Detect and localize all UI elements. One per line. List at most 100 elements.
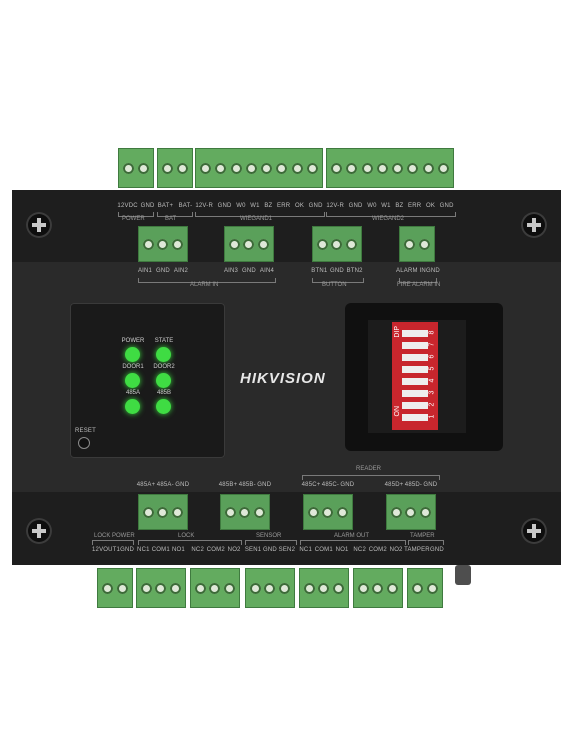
terminal-block-lock2[interactable] (190, 568, 240, 608)
terminal-hole (404, 238, 415, 250)
terminal-hole (162, 162, 173, 174)
terminal-hole (224, 582, 236, 594)
terminal-label: NC1 (137, 547, 150, 553)
terminal-label: GND (348, 203, 363, 209)
group-bracket (302, 475, 440, 480)
terminal-block-alarm-out1[interactable] (299, 568, 349, 608)
terminal-block-485b[interactable] (220, 494, 270, 530)
tamper-switch-knob[interactable] (455, 565, 471, 585)
reset-label: RESET (75, 428, 97, 434)
dip-toggle-3[interactable] (402, 390, 428, 397)
terminal-block-wiegand2[interactable] (326, 148, 454, 188)
terminal-block-485c[interactable] (303, 494, 353, 530)
ain-a-labels: AIN1 GND AIN2 (136, 268, 190, 274)
terminal-block-power[interactable] (118, 148, 154, 188)
terminal-block-485a[interactable] (138, 494, 188, 530)
terminal-hole (249, 582, 261, 594)
group-label-wiegand1: WIEGAND1 (240, 216, 273, 222)
rs485a-led-icon (125, 399, 140, 414)
group-bracket (326, 212, 456, 217)
led-label-power: POWER (121, 338, 145, 344)
terminal-hole (306, 162, 318, 174)
terminal-hole (331, 238, 343, 250)
terminal-label: BZ (264, 203, 273, 209)
terminal-hole (123, 162, 134, 174)
group-label-button: BUTTON (322, 282, 347, 288)
terminal-hole (102, 582, 113, 594)
terminal-hole (117, 582, 128, 594)
terminal-label: COM1 (151, 547, 170, 553)
dip-toggle-7[interactable] (402, 342, 428, 349)
terminal-label: 485B- (238, 482, 256, 488)
power-led-icon (125, 347, 140, 362)
terminal-block-ain-a[interactable] (138, 226, 188, 262)
screw-icon (521, 212, 547, 238)
terminal-hole (142, 238, 154, 250)
dip-toggle-2[interactable] (402, 402, 428, 409)
terminal-label: BAT- (178, 203, 193, 209)
dip-toggle-8[interactable] (402, 330, 428, 337)
terminal-hole (333, 582, 345, 594)
terminal-label: 12V-R (326, 203, 344, 209)
terminal-hole (140, 582, 152, 594)
door2-led-icon (156, 373, 171, 388)
tamper-labels: TAMPER GND (404, 547, 444, 553)
terminal-label: GND (120, 547, 135, 553)
terminal-label: NO2 (389, 547, 403, 553)
door1-led-icon (125, 373, 140, 388)
terminal-hole (228, 238, 240, 250)
terminal-block-battery[interactable] (157, 148, 193, 188)
terminal-hole (138, 162, 149, 174)
dip-switch[interactable]: DIP ON 8 7 6 5 4 3 2 1 (392, 322, 438, 430)
dip-toggle-6[interactable] (402, 354, 428, 361)
terminal-hole (142, 506, 154, 518)
terminal-label: BZ (395, 203, 404, 209)
terminal-label: ERR (277, 203, 291, 209)
terminal-label: 12V-R (195, 203, 213, 209)
terminal-hole (422, 162, 434, 174)
terminal-hole (170, 582, 182, 594)
terminal-hole (307, 506, 319, 518)
terminal-block-sensor[interactable] (245, 568, 295, 608)
terminal-block-lock1[interactable] (136, 568, 186, 608)
terminal-hole (318, 582, 330, 594)
terminal-hole (357, 582, 369, 594)
terminal-block-wiegand1[interactable] (195, 148, 323, 188)
group-label-reader: READER (356, 466, 382, 472)
group-bracket (245, 540, 297, 545)
group-bracket (312, 278, 364, 283)
lock2-labels: NC2 COM2 NO2 (190, 547, 242, 553)
dip-toggle-4[interactable] (402, 378, 428, 385)
wiegand2-terminal-labels: 12V-R GND W0 W1 BZ ERR OK GND (324, 203, 456, 209)
dip-toggle-1[interactable] (402, 414, 428, 421)
brand-logo: HIKVISION (240, 370, 326, 387)
fire-alarm-labels: ALARM IN GND (396, 268, 440, 274)
terminal-hole (245, 162, 257, 174)
r485c-labels: 485C+ 485C- GND (301, 482, 355, 488)
terminal-label: COM1 (314, 547, 333, 553)
terminal-label: AIN1 (137, 268, 153, 274)
terminal-hole (200, 162, 212, 174)
terminal-block-485d[interactable] (386, 494, 436, 530)
dip-toggle-5[interactable] (402, 366, 428, 373)
terminal-hole (337, 506, 349, 518)
group-label-lock: LOCK (178, 533, 195, 539)
power-terminal-labels: 12VDC GND (116, 203, 156, 209)
terminal-label: GND (423, 482, 438, 488)
group-label-lock-power: LOCK POWER (94, 533, 135, 539)
dip-number: 3 (428, 390, 436, 395)
group-bracket (408, 540, 444, 545)
terminal-block-lock-power[interactable] (97, 568, 133, 608)
reset-button[interactable] (78, 437, 90, 449)
terminal-hole (420, 506, 432, 518)
terminal-block-button[interactable] (312, 226, 362, 262)
terminal-hole (224, 506, 236, 518)
terminal-block-ain-b[interactable] (224, 226, 274, 262)
top-rail (12, 190, 561, 262)
led-indicator-window (70, 303, 225, 458)
dip-number: 2 (428, 402, 436, 407)
group-label-tamper: TAMPER (410, 533, 435, 539)
terminal-block-alarm-out2[interactable] (353, 568, 403, 608)
terminal-block-fire-alarm[interactable] (399, 226, 435, 262)
terminal-block-tamper[interactable] (407, 568, 443, 608)
